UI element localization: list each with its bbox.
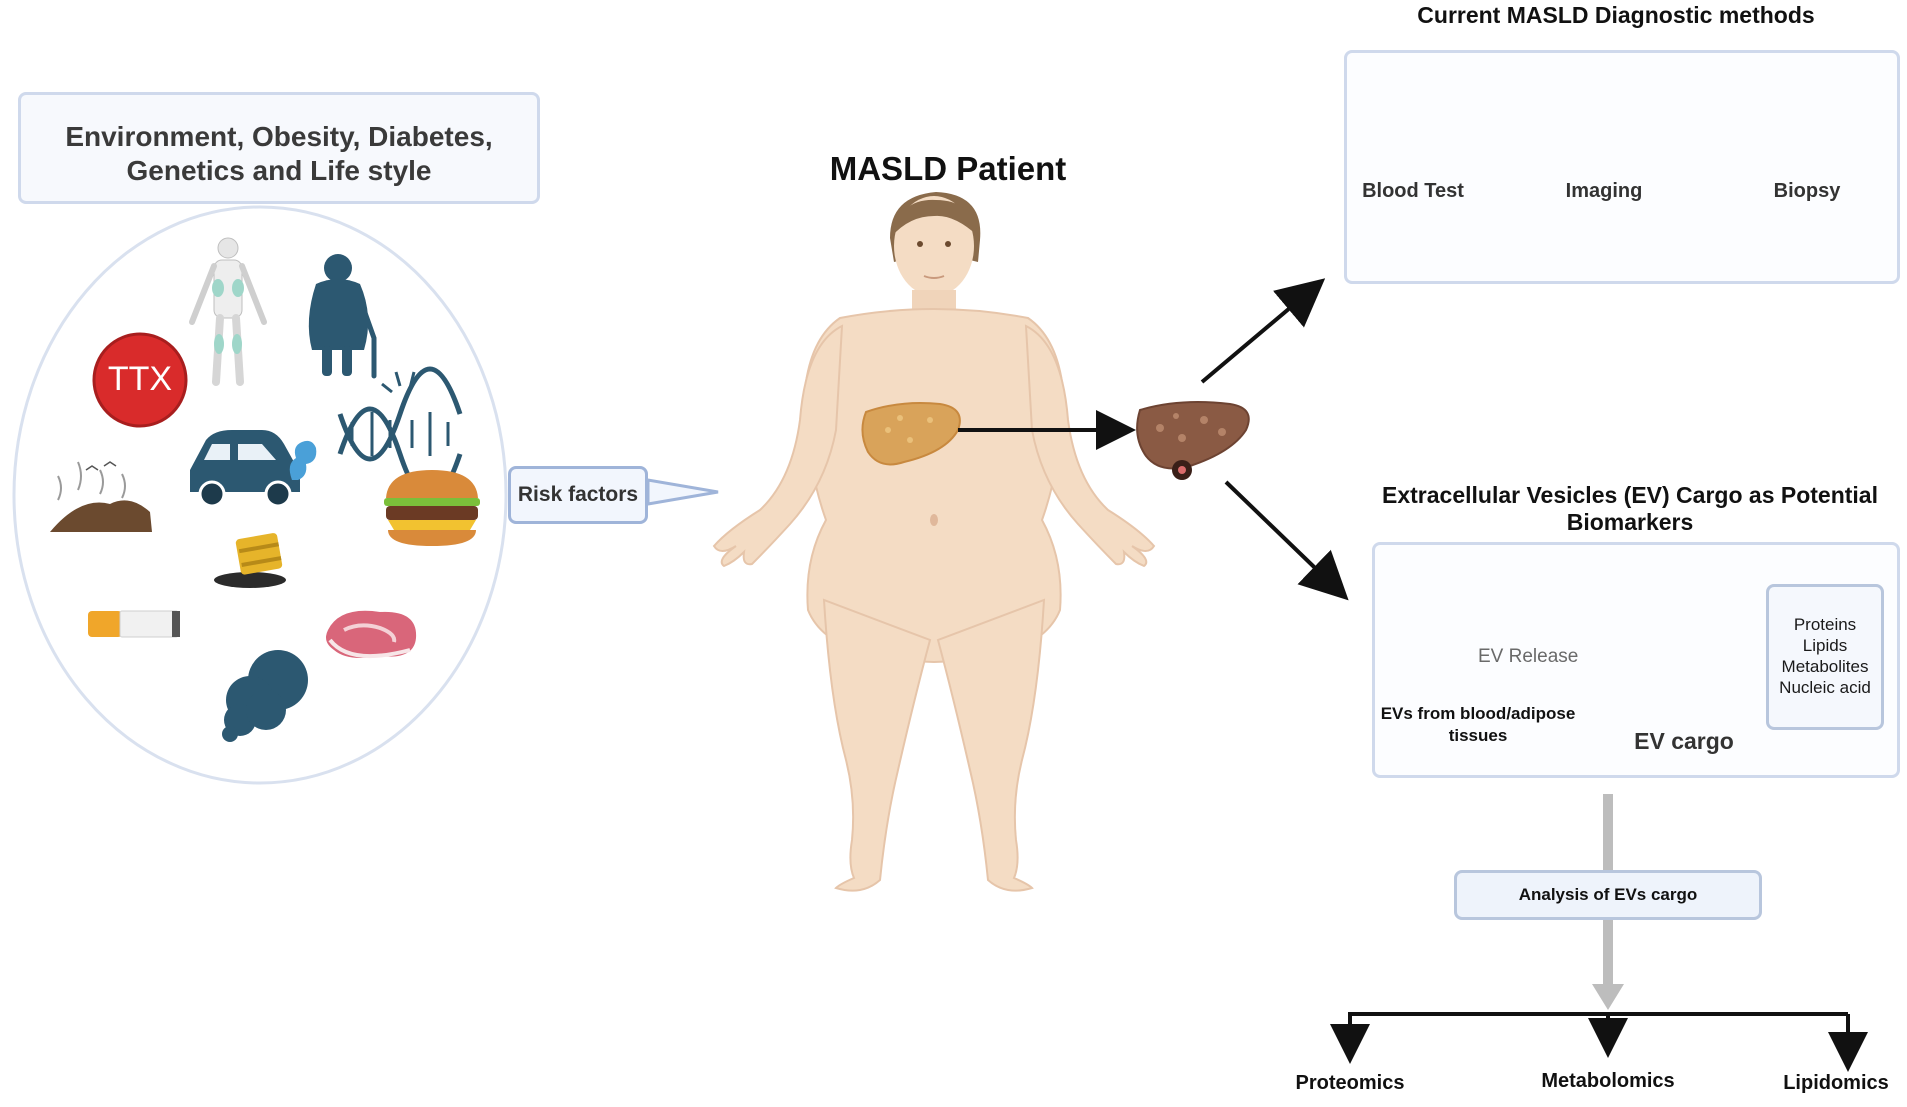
ev-title-line1: Extracellular Vesicles (EV) Cargo as Pot… (1382, 482, 1878, 508)
ttx-toxin-icon (92, 332, 188, 428)
omics-branch (1330, 1012, 1868, 1072)
car-exhaust-icon (190, 430, 317, 508)
smoke-cloud-icon (222, 650, 308, 742)
patient-title: MASLD Patient (829, 150, 1067, 187)
diagnostic-method-imaging: Imaging (1565, 180, 1643, 202)
cargo-type-proteins: Proteins (1793, 615, 1857, 634)
ev-source-line1: EVs from blood/adipose (1380, 704, 1576, 723)
diagnostic-method-biopsy: Biopsy (1773, 180, 1841, 202)
patient-body (712, 192, 1156, 892)
risk-factors-arrow (646, 478, 719, 506)
dna-icon (337, 366, 463, 502)
ev-title-line2: Biomarkers (1566, 509, 1694, 535)
cargo-type-lipids: Lipids (1802, 636, 1848, 655)
diagnostics-title: Current MASLD Diagnostic methods (1417, 2, 1815, 28)
omics-lipidomics: Lipidomics (1783, 1072, 1889, 1094)
analysis-box: Analysis of EVs cargo (1454, 870, 1762, 920)
arrow-to-ev (1224, 480, 1349, 601)
diagnostic-method-blood-test: Blood Test (1362, 180, 1464, 202)
risk-factors-box: Environment, Obesity, Diabetes, Genetics… (18, 92, 540, 204)
omics-metabolomics: Metabolomics (1541, 1070, 1675, 1092)
analysis-label: Analysis of EVs cargo (1518, 885, 1698, 904)
ev-release-label: EV Release (1478, 646, 1579, 667)
elderly-person-icon (308, 254, 377, 379)
patient-liver-icon (861, 402, 961, 466)
risk-factors-label-box: Risk factors (508, 466, 648, 524)
ev-box (1372, 542, 1900, 778)
ev-source-line2: tissues (1448, 726, 1508, 745)
ev-cargo-label: EV cargo (1634, 728, 1734, 754)
cigarette-icon (88, 610, 180, 638)
diagnostics-box (1344, 50, 1900, 284)
ttx-label: TTX (107, 360, 173, 398)
omics-proteomics: Proteomics (1295, 1072, 1405, 1094)
risk-factors-label: Risk factors (517, 483, 639, 506)
oil-spill-icon (214, 533, 286, 588)
arrow-to-diagnostics (1200, 278, 1326, 384)
analysis-flow-arrowhead (1592, 984, 1624, 1010)
ev-cargo-types-box: Proteins Lipids Metabolites Nucleic acid (1766, 584, 1884, 730)
red-meat-icon (326, 610, 417, 659)
cargo-type-nucleic-acid: Nucleic acid (1779, 678, 1871, 697)
risk-box-line2: Genetics and Life style (126, 155, 432, 186)
landfill-pollution-icon (50, 461, 152, 532)
burger-icon (384, 470, 480, 546)
diseased-liver-icon (1136, 401, 1250, 480)
cargo-type-metabolites: Metabolites (1781, 657, 1869, 676)
risk-box-line1: Environment, Obesity, Diabetes, (65, 121, 493, 152)
body-fat-icon (189, 237, 267, 386)
